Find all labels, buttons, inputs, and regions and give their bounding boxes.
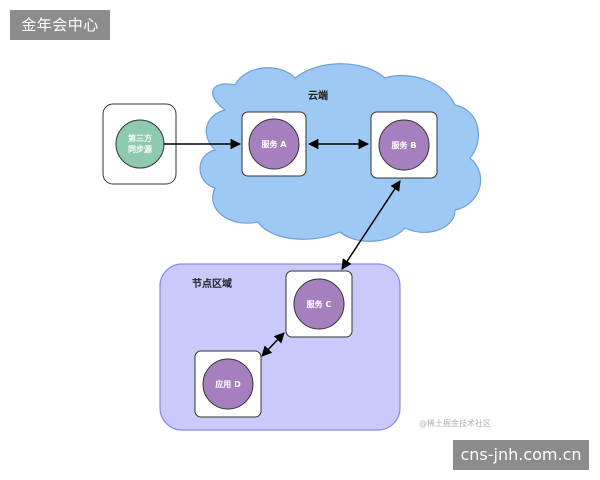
service-a-label: 服务 A [262,139,288,149]
cloud-label: 云端 [308,89,328,102]
cloud-shape [199,63,482,242]
service-b-label: 服务 B [392,140,417,150]
arrow-c-d [261,332,285,357]
header-badge: 金年会中心 [10,10,110,40]
node-region-label: 节点区域 [192,277,232,290]
app-d-label: 应用 D [215,379,241,389]
watermark: @稀土掘金技术社区 [419,418,491,428]
service-c-label: 服务 C [307,299,332,309]
arrow-b-c [341,180,401,270]
site-badge[interactable]: cns-jnh.com.cn [453,440,589,470]
service-c-node: 服务 C [285,270,353,338]
service-a-node: 服务 A [241,111,307,177]
app-d-node: 应用 D [194,350,262,418]
third-party-label-line2: 同步源 [128,144,152,154]
service-b-node: 服务 B [370,111,438,179]
third-party-label-line1: 第三方 [128,133,152,143]
